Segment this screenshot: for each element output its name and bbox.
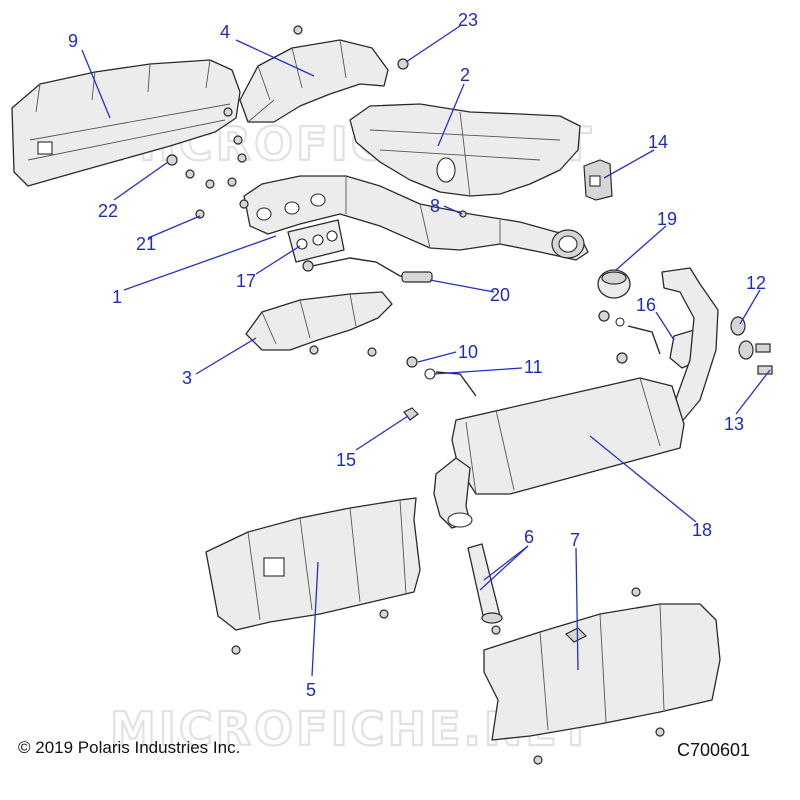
callout-14: 14	[648, 132, 668, 152]
callout-3: 3	[182, 368, 192, 388]
copyright-notice: © 2019 Polaris Industries Inc.	[18, 738, 241, 757]
part-22-bolt	[166, 154, 178, 166]
part-7-heat-shield	[483, 587, 721, 765]
callout-1: 1	[112, 287, 122, 307]
callout-19: 19	[657, 209, 677, 229]
callout-2: 2	[460, 65, 470, 85]
leader-lines	[81, 25, 771, 677]
part-20-o2-sensor	[302, 257, 433, 283]
callouts: 9 4 23 2 14 22 21 8 1 17 20 19 16 12 13 …	[68, 10, 766, 700]
callout-10: 10	[458, 342, 478, 362]
part-4-heat-shield	[239, 39, 389, 123]
callout-7: 7	[570, 530, 580, 550]
callout-21: 21	[136, 234, 156, 254]
part-17-gasket	[287, 219, 345, 263]
fasteners-upper	[166, 25, 303, 219]
part-8-bolt	[459, 210, 467, 218]
callout-15: 15	[336, 450, 356, 470]
part-13-bolt	[755, 343, 773, 375]
part-9-heat-shield	[11, 59, 241, 187]
callout-17: 17	[236, 271, 256, 291]
callout-4: 4	[220, 22, 230, 42]
callout-16: 16	[636, 295, 656, 315]
callout-5: 5	[306, 680, 316, 700]
part-12-spring	[730, 316, 754, 360]
part-11-pipe-clamp	[424, 368, 477, 397]
part-2-heat-shield	[349, 103, 581, 197]
callout-18: 18	[692, 520, 712, 540]
callout-20: 20	[490, 285, 510, 305]
diagram-id: C700601	[677, 740, 751, 760]
part-16-bracket	[598, 310, 701, 369]
part-21-bolt	[195, 209, 205, 219]
part-18-muffler	[433, 267, 719, 529]
part-6-spark-arrestor	[467, 543, 503, 635]
callout-9: 9	[68, 31, 78, 51]
part-15-nut	[403, 407, 419, 421]
callout-8: 8	[430, 196, 440, 216]
part-23-nut	[397, 58, 409, 70]
callout-6: 6	[524, 527, 534, 547]
callout-11: 11	[524, 357, 543, 377]
callout-23: 23	[458, 10, 478, 30]
part-1-exhaust-manifold	[243, 175, 589, 261]
part-10-washer	[406, 356, 418, 368]
callout-13: 13	[724, 414, 744, 434]
part-3-heat-shield	[245, 291, 393, 357]
callout-22: 22	[98, 201, 118, 221]
part-19-grommet	[597, 269, 631, 299]
part-14-isolator	[583, 159, 613, 201]
part-5-heat-shield	[205, 497, 421, 655]
callout-12: 12	[746, 273, 766, 293]
